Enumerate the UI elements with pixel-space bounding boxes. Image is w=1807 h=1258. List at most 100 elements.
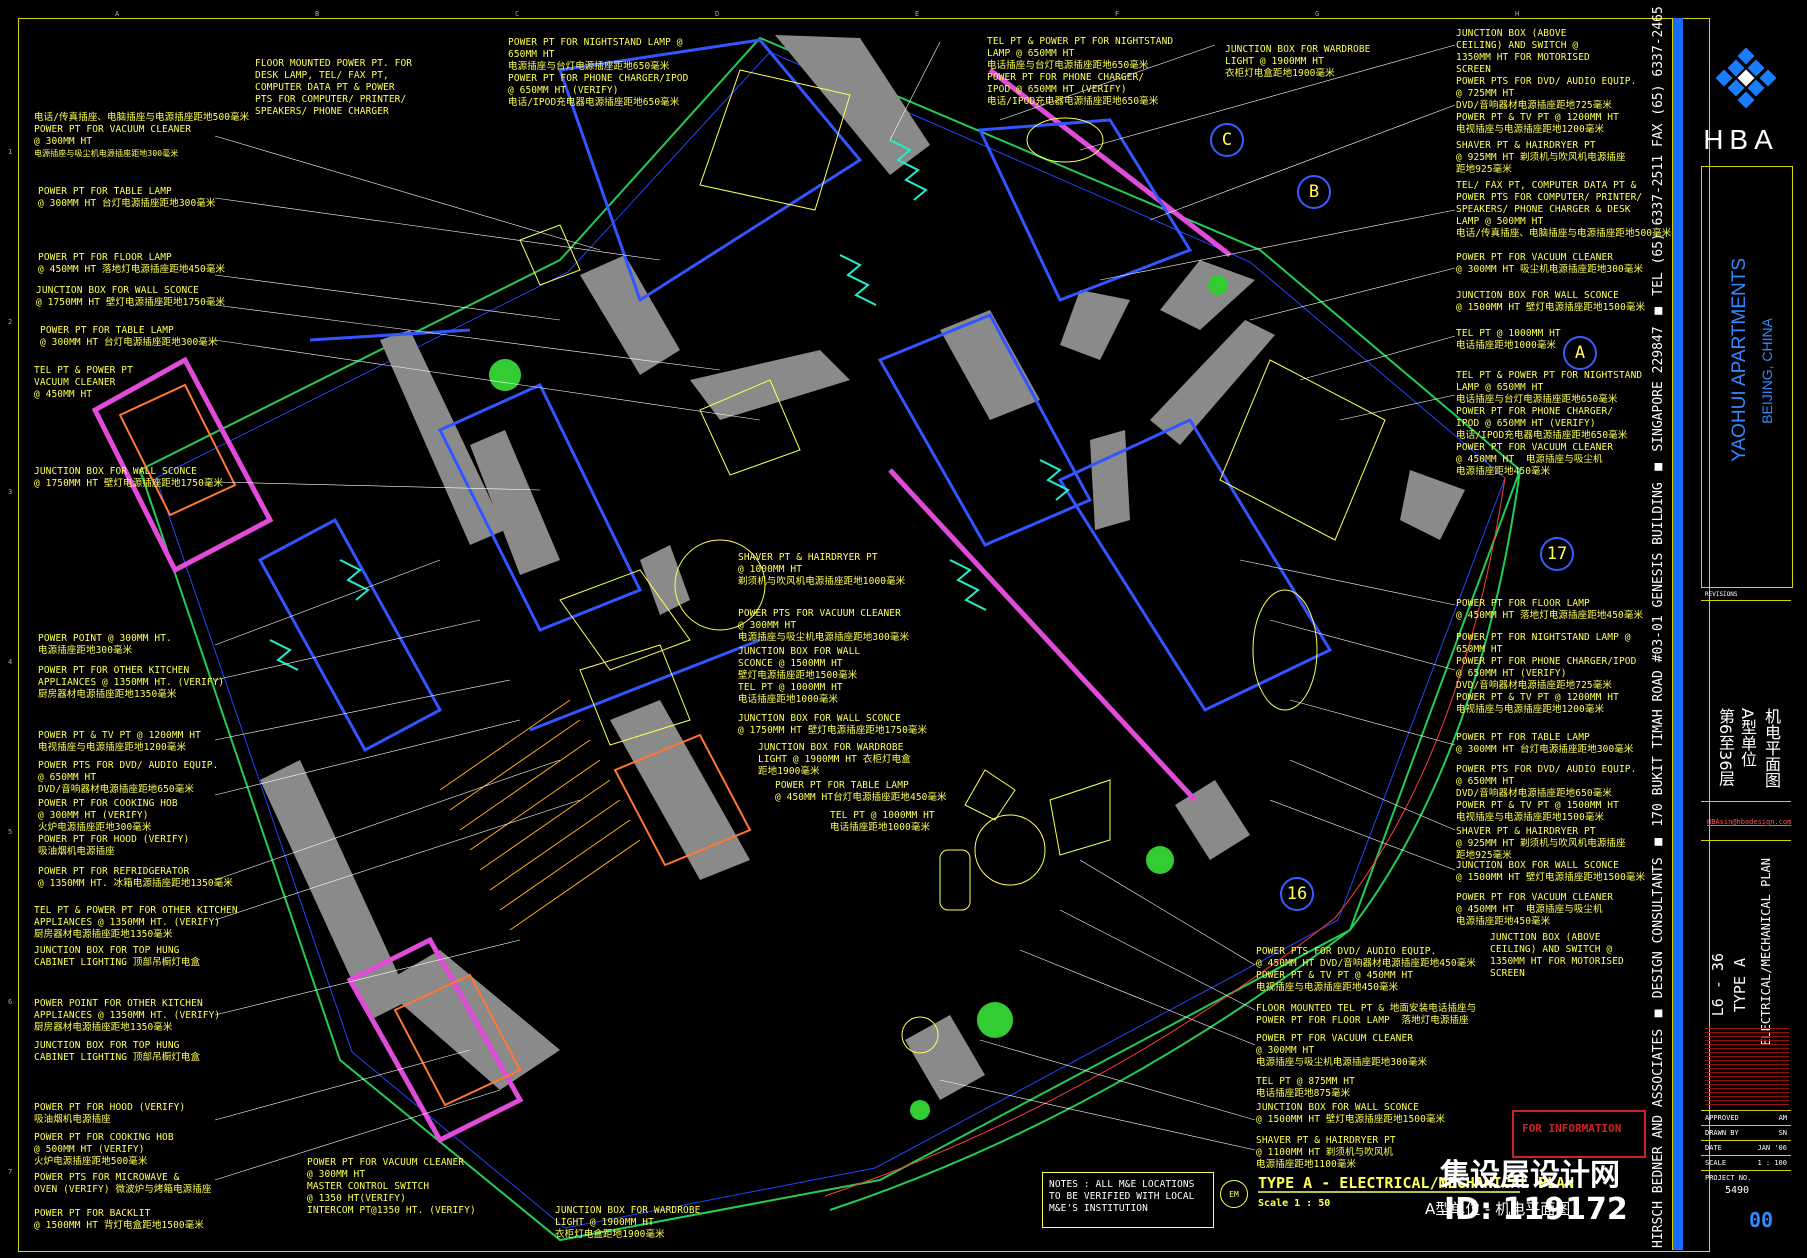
center-notes-annotation: SHAVER PT & HAIRDRYER PT @ 1000MM HT 剃须机… bbox=[738, 552, 906, 587]
approval-table: APPROVED AM DRAWN BY SN DATE JAN '06 SCA… bbox=[1701, 1110, 1791, 1196]
top-notes-annotation: JUNCTION BOX FOR WARDROBE LIGHT @ 1900MM… bbox=[1225, 44, 1371, 79]
grid-column-label: D bbox=[715, 10, 720, 18]
left-notes-annotation: POWER PTS FOR DVD/ AUDIO EQUIP. @ 650MM … bbox=[38, 760, 219, 795]
date-value: JAN '06 bbox=[1757, 1144, 1787, 1152]
top-notes-annotation: TEL PT & POWER PT FOR NIGHTSTAND LAMP @ … bbox=[987, 36, 1174, 107]
scale-label: SCALE bbox=[1705, 1159, 1727, 1167]
bottom-notes-annotation: POWER PT FOR VACUUM CLEANER @ 300MM HT M… bbox=[307, 1157, 476, 1216]
stairs bbox=[439, 699, 641, 931]
bottom-notes-annotation: POWER PT FOR VACUUM CLEANER @ 300MM HT 电… bbox=[1256, 1033, 1428, 1068]
stamp-label: FOR INFORMATION bbox=[1522, 1122, 1622, 1135]
bottom-notes-annotation: POWER PTS FOR DVD/ AUDIO EQUIP. @ 450MM … bbox=[1256, 946, 1476, 993]
right-notes-annotation: TEL/ FAX PT, COMPUTER DATA PT & POWER PT… bbox=[1456, 180, 1672, 239]
left-notes-annotation: JUNCTION BOX FOR TOP HUNG CABINET LIGHTI… bbox=[34, 1040, 201, 1063]
left-notes-annotation: POWER PT FOR BACKLIT @ 1500MM HT 背灯电盒距地1… bbox=[34, 1208, 204, 1231]
grid-row-label: 6 bbox=[8, 998, 13, 1006]
left-notes-annotation: POWER PT FOR COOKING HOB @ 300MM HT (VER… bbox=[38, 798, 178, 833]
brand-name: HBA bbox=[1703, 124, 1779, 155]
project-no-label: PROJECT NO. bbox=[1705, 1174, 1752, 1182]
right-notes-annotation: POWER PTS FOR DVD/ AUDIO EQUIP. @ 725MM … bbox=[1456, 76, 1637, 135]
right-notes-annotation: JUNCTION BOX (ABOVE CEILING) AND SWITCH … bbox=[1490, 932, 1624, 979]
title-block: HBA YAOHUI APARTMENTS BEIJING, CHINA REV… bbox=[1672, 18, 1793, 1250]
center-notes-annotation: JUNCTION BOX FOR WARDROBE LIGHT @ 1900MM… bbox=[758, 742, 911, 777]
partition-walls bbox=[91, 68, 1232, 1144]
disclaimer-text-block bbox=[1705, 1028, 1789, 1108]
interior-walls bbox=[257, 38, 1333, 753]
left-notes-annotation: POWER PT & TV PT @ 1200MM HT 电视插座与电源插座距地… bbox=[38, 730, 201, 753]
drawing-title-cn: A型单位 - 机电平面图 bbox=[1425, 1200, 1571, 1218]
leader-lines bbox=[214, 41, 1456, 1181]
grid-column-label: H bbox=[1515, 10, 1520, 18]
right-notes-annotation: POWER PT FOR VACUUM CLEANER @ 450MM HT 电… bbox=[1456, 892, 1614, 927]
grid-row-label: 2 bbox=[8, 318, 13, 326]
section-bubble: 16 bbox=[1280, 877, 1314, 911]
left-notes-annotation: POWER PT FOR HOOD (VERIFY) 吸油烟机电源插座 bbox=[38, 834, 190, 857]
right-notes-annotation: TEL PT @ 1000MM HT 电话插座距地1000毫米 bbox=[1456, 328, 1561, 351]
drawing-code-box bbox=[1701, 840, 1791, 1021]
center-notes-annotation: TEL PT @ 1000MM HT 电话插座距地1000毫米 bbox=[830, 810, 935, 833]
grid-column-label: F bbox=[1115, 10, 1120, 18]
watermark-site-name: 集设屋设计网 bbox=[1440, 1158, 1620, 1193]
section-bubble: 17 bbox=[1540, 537, 1574, 571]
scale-value: 1 : 100 bbox=[1757, 1159, 1787, 1167]
project-box bbox=[1701, 166, 1793, 588]
building-envelope bbox=[138, 36, 1522, 1242]
for-information-stamp: FOR INFORMATION bbox=[1512, 1110, 1646, 1158]
drawing-name-cn-1: 第6至36层 bbox=[1716, 708, 1735, 787]
drawn-by-label: DRAWN BY bbox=[1705, 1129, 1739, 1137]
bottom-notes-annotation: JUNCTION BOX FOR WALL SCONCE @ 1500MM HT… bbox=[1256, 1102, 1446, 1125]
right-notes-annotation: POWER PTS FOR DVD/ AUDIO EQUIP. @ 650MM … bbox=[1456, 764, 1637, 823]
approved-value: AM bbox=[1778, 1114, 1787, 1122]
drawing-border bbox=[18, 18, 1710, 1252]
grid-column-label: C bbox=[515, 10, 520, 18]
right-notes-annotation: JUNCTION BOX FOR WALL SCONCE @ 1500MM HT… bbox=[1456, 860, 1646, 883]
right-notes-annotation: JUNCTION BOX FOR WALL SCONCE @ 1500MM HT… bbox=[1456, 290, 1646, 313]
general-notes-box: NOTES : ALL M&E LOCATIONS TO BE VERIFIED… bbox=[1042, 1172, 1214, 1228]
project-location: BEIJING, CHINA bbox=[1759, 318, 1775, 424]
center-notes-annotation: POWER PTS FOR VACUUM CLEANER @ 300MM HT … bbox=[738, 608, 910, 643]
date-label: DATE bbox=[1705, 1144, 1722, 1152]
project-no-value: 5490 bbox=[1725, 1185, 1750, 1196]
right-notes-annotation: SHAVER PT & HAIRDRYER PT @ 925MM HT 剃须机与… bbox=[1456, 826, 1626, 861]
left-notes-annotation: POWER PT FOR OTHER KITCHEN APPLIANCES @ … bbox=[38, 665, 225, 700]
left-notes-annotation: POWER POINT @ 300MM HT. 电源插座距地300毫米 bbox=[38, 633, 172, 656]
right-notes-annotation: SHAVER PT & HAIRDRYER PT @ 925MM HT 剃须机与… bbox=[1456, 140, 1626, 175]
drawn-by-value: SN bbox=[1778, 1129, 1787, 1137]
center-notes-annotation: JUNCTION BOX FOR WALL SCONCE @ 1750MM HT… bbox=[738, 713, 928, 736]
wardrobes bbox=[269, 139, 1070, 671]
revisions-label: REVISIONS bbox=[1705, 591, 1738, 598]
section-bubble: B bbox=[1297, 175, 1331, 209]
bottom-notes-annotation: FLOOR MOUNTED TEL PT & 地面安装电话插座与 POWER P… bbox=[1256, 1003, 1477, 1026]
left-notes-annotation: JUNCTION BOX FOR TOP HUNG CABINET LIGHTI… bbox=[34, 945, 201, 968]
right-notes-annotation: POWER PT FOR FLOOR LAMP @ 450MM HT 落地灯电源… bbox=[1456, 598, 1644, 621]
approved-label: APPROVED bbox=[1705, 1114, 1739, 1122]
contact-email[interactable]: HBAsin@hbadesign.com bbox=[1707, 818, 1792, 826]
left-notes-annotation: TEL PT & POWER PT VACUUM CLEANER @ 450MM… bbox=[34, 365, 133, 400]
left-notes-annotation-cn: 电源插座与吸尘机电源插座距地300毫米 bbox=[34, 149, 179, 158]
bottom-notes-annotation: JUNCTION BOX FOR WARDROBE LIGHT @ 1900MM… bbox=[555, 1205, 701, 1240]
bottom-notes-annotation: TEL PT @ 875MM HT 电话插座距地875毫米 bbox=[1256, 1076, 1355, 1099]
project-name: YAOHUI APARTMENTS bbox=[1729, 258, 1750, 462]
grid-row-label: 3 bbox=[8, 488, 13, 496]
left-notes-annotation: POWER PT FOR HOOD (VERIFY) 吸油烟机电源插座 bbox=[34, 1102, 186, 1125]
firm-address-strip: HIRSCH BEDNER AND ASSOCIATES ■ DESIGN CO… bbox=[1651, 6, 1666, 1248]
left-notes-annotation: JUNCTION BOX FOR WALL SCONCE @ 1750MM HT… bbox=[36, 285, 226, 308]
center-notes-annotation: JUNCTION BOX FOR WALL SCONCE @ 1500MM HT… bbox=[738, 646, 861, 705]
top-notes-annotation: FLOOR MOUNTED POWER PT. FOR DESK LAMP, T… bbox=[255, 58, 413, 117]
section-bubble: C bbox=[1210, 123, 1244, 157]
grid-column-label: G bbox=[1315, 10, 1320, 18]
drawing-type: ELECTRICAL/MECHANICAL PLAN bbox=[1759, 858, 1773, 1046]
bottom-notes-annotation: SHAVER PT & HAIRDRYER PT @ 1100MM HT 剃须机… bbox=[1256, 1135, 1396, 1170]
right-notes-annotation: POWER PT FOR NIGHTSTAND LAMP @ 650MM HT … bbox=[1456, 632, 1637, 715]
left-notes-annotation: POWER PTS FOR MICROWAVE & OVEN (VERIFY) … bbox=[34, 1172, 212, 1195]
watermark-id: ID: 119172 bbox=[1444, 1192, 1628, 1227]
furniture bbox=[519, 69, 1386, 1054]
left-notes-annotation: POWER PT FOR REFRIDGERATOR @ 1350MM HT. … bbox=[38, 866, 233, 889]
right-notes-annotation: TEL PT & POWER PT FOR NIGHTSTAND LAMP @ … bbox=[1456, 370, 1643, 477]
left-notes-annotation: POWER PT FOR TABLE LAMP @ 300MM HT 台灯电源插… bbox=[38, 186, 216, 209]
right-notes-annotation: POWER PT FOR VACUUM CLEANER @ 300MM HT 吸… bbox=[1456, 252, 1644, 275]
lift-cores bbox=[118, 383, 752, 1107]
right-notes-annotation: JUNCTION BOX (ABOVE CEILING) AND SWITCH … bbox=[1456, 28, 1590, 75]
grid-row-label: 7 bbox=[8, 1168, 13, 1176]
grid-column-label: E bbox=[915, 10, 920, 18]
